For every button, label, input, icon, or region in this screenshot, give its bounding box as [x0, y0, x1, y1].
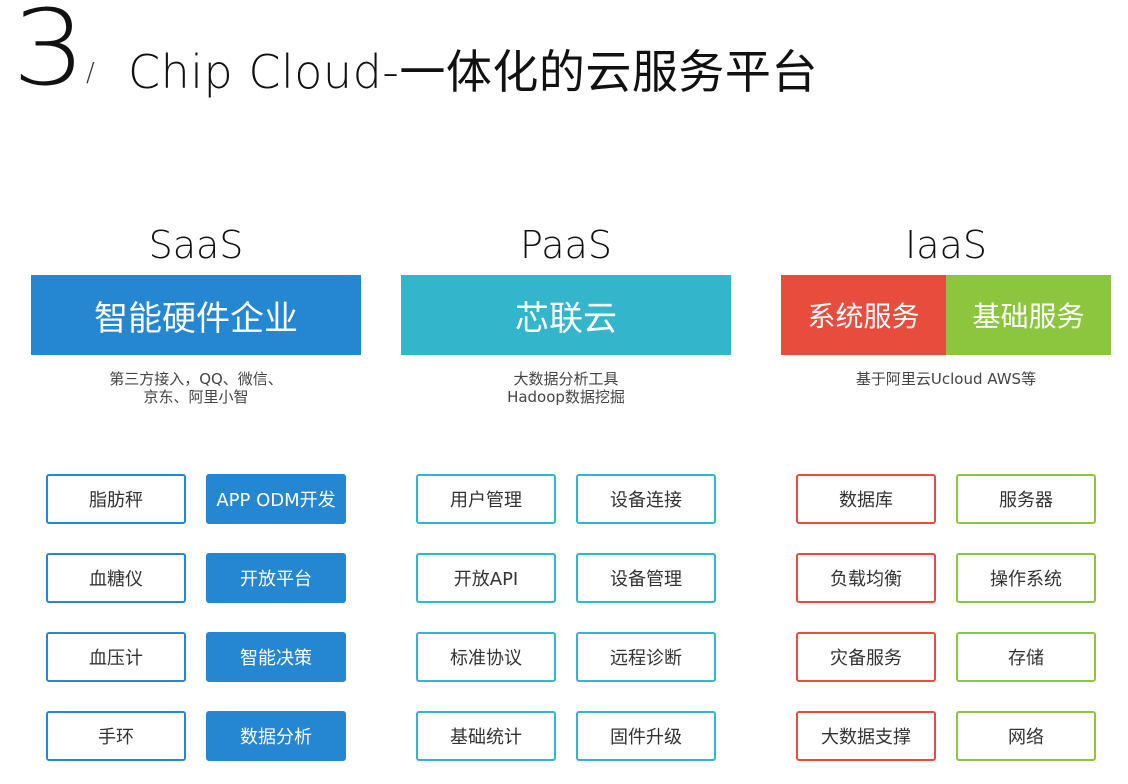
saas-box: 血压计: [46, 632, 186, 682]
saas-filled-box: 开放平台: [206, 553, 346, 603]
iaas-system-box: 数据库: [796, 474, 936, 524]
saas-desc-line1: 第三方接入，QQ、微信、: [109, 370, 283, 388]
saas-filled-box: APP ODM开发: [206, 474, 346, 524]
iaas-title: IaaS: [905, 223, 987, 267]
iaas-basic-box: 操作系统: [956, 553, 1096, 603]
paas-grid: 用户管理 开放API 标准协议 基础统计 设备连接 设备管理 远程诊断 固件升级: [416, 474, 716, 774]
iaas-banner-basic: 基础服务: [946, 275, 1111, 355]
saas-box: 血糖仪: [46, 553, 186, 603]
saas-grid: 脂肪秤 血糖仪 血压计 手环 APP ODM开发 开放平台 智能决策 数据分析: [46, 474, 346, 774]
saas-box: 手环: [46, 711, 186, 761]
paas-title: PaaS: [520, 223, 612, 267]
saas-filled-box: 智能决策: [206, 632, 346, 682]
paas-box: 设备连接: [576, 474, 716, 524]
saas-desc-line2: 京东、阿里小智: [143, 388, 249, 406]
paas-banner: 芯联云: [401, 275, 731, 355]
iaas-desc-line1: 基于阿里云Ucloud AWS等: [855, 370, 1037, 388]
saas-column: SaaS 智能硬件企业 第三方接入，QQ、微信、 京东、阿里小智 脂肪秤 血糖仪…: [31, 220, 361, 780]
saas-title: SaaS: [148, 223, 244, 267]
iaas-system-box: 灾备服务: [796, 632, 936, 682]
saas-description: 第三方接入，QQ、微信、 京东、阿里小智: [31, 370, 361, 406]
paas-desc-line2: Hadoop数据挖掘: [507, 388, 625, 406]
saas-box: 脂肪秤: [46, 474, 186, 524]
paas-box: 固件升级: [576, 711, 716, 761]
iaas-grid: 数据库 负载均衡 灾备服务 大数据支撑 服务器 操作系统 存储 网络: [796, 474, 1096, 774]
iaas-system-box: 大数据支撑: [796, 711, 936, 761]
saas-banner: 智能硬件企业: [31, 275, 361, 355]
paas-box: 标准协议: [416, 632, 556, 682]
page-title: Chip Cloud-一体化的云服务平台: [128, 45, 818, 99]
paas-box: 开放API: [416, 553, 556, 603]
iaas-basic-box: 服务器: [956, 474, 1096, 524]
iaas-basic-box: 存储: [956, 632, 1096, 682]
section-number: 3: [12, 0, 87, 109]
iaas-column: IaaS 系统服务 基础服务 基于阿里云Ucloud AWS等 数据库 负载均衡…: [781, 220, 1111, 780]
paas-column: PaaS 芯联云 大数据分析工具 Hadoop数据挖掘 用户管理 开放API 标…: [401, 220, 731, 780]
iaas-basic-box: 网络: [956, 711, 1096, 761]
iaas-description: 基于阿里云Ucloud AWS等: [781, 370, 1111, 388]
paas-box: 用户管理: [416, 474, 556, 524]
paas-description: 大数据分析工具 Hadoop数据挖掘: [401, 370, 731, 406]
paas-box: 设备管理: [576, 553, 716, 603]
paas-desc-line1: 大数据分析工具: [513, 370, 619, 388]
iaas-banner: 系统服务 基础服务: [781, 275, 1111, 355]
iaas-system-box: 负载均衡: [796, 553, 936, 603]
saas-filled-box: 数据分析: [206, 711, 346, 761]
header: 3 / Chip Cloud-一体化的云服务平台: [0, 0, 1128, 120]
section-slash: /: [86, 58, 95, 88]
iaas-banner-system: 系统服务: [781, 275, 946, 355]
paas-box: 远程诊断: [576, 632, 716, 682]
paas-box: 基础统计: [416, 711, 556, 761]
